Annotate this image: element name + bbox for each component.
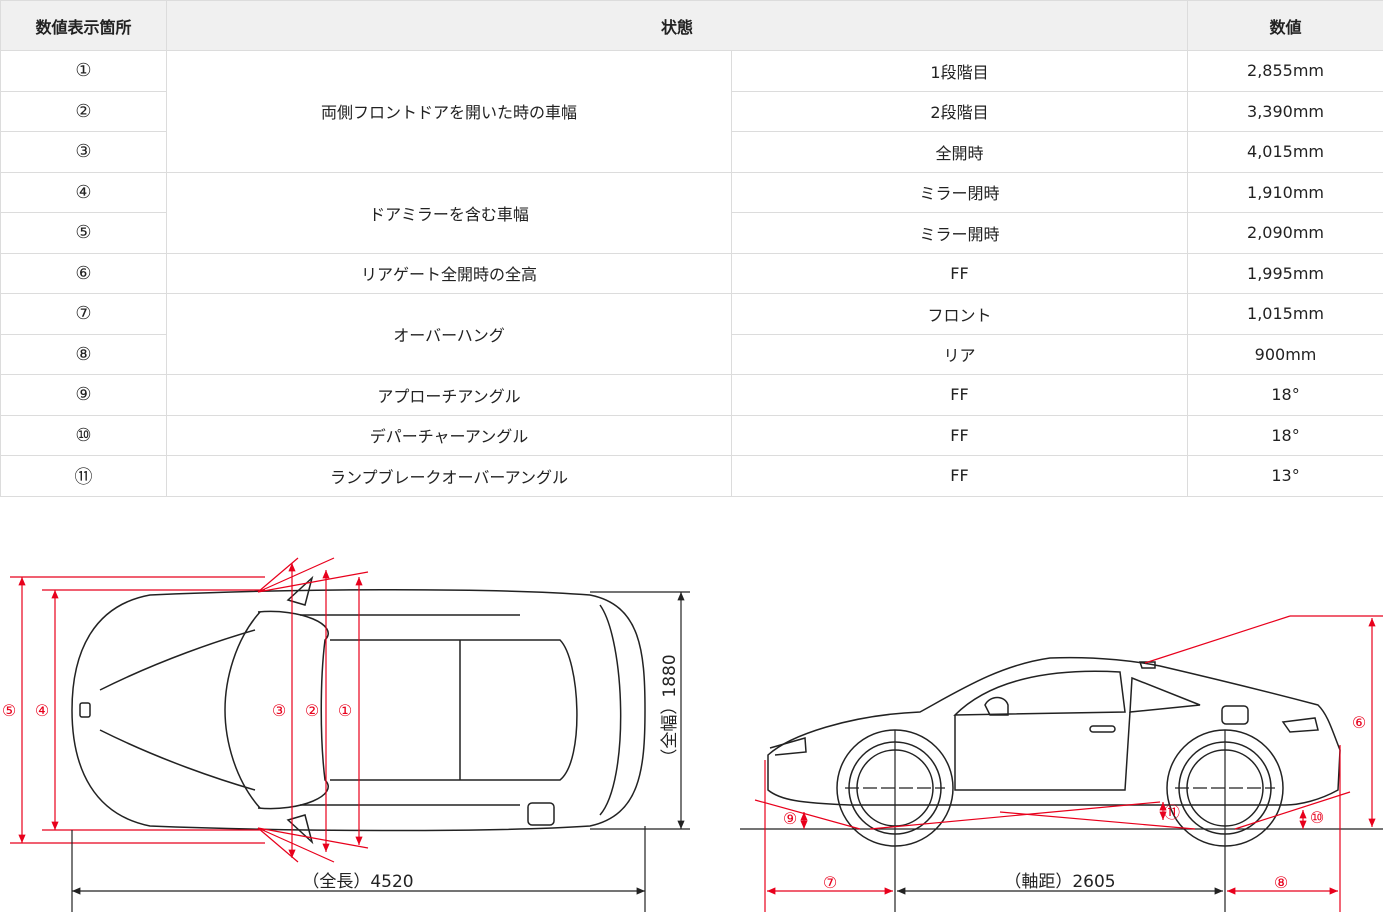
top-view-black-dimensions xyxy=(71,591,690,912)
table-row: ① 両側フロントドアを開いた時の車幅 1段階目 2,855mm xyxy=(0,50,1383,173)
mark-cell: ⑦ xyxy=(0,293,167,335)
mark-cell: ⑨ xyxy=(0,374,167,416)
table-row: ② 2段階目 3,390mm xyxy=(0,90,1383,132)
mark-7-label: ⑦ xyxy=(823,873,837,892)
top-view-dimensions xyxy=(10,557,369,863)
item-cell: ランプブレークオーバーアングル xyxy=(166,455,732,497)
header-state: 状態 xyxy=(165,0,1189,51)
state-cell: ミラー開時 xyxy=(730,212,1189,254)
item-cell: アプローチアングル xyxy=(166,374,732,416)
item-cell: 両側フロントドアを開いた時の車幅 xyxy=(166,50,732,173)
side-view-black-lines xyxy=(740,730,1383,912)
side-view-car xyxy=(767,656,1341,847)
state-cell: リア xyxy=(730,333,1189,375)
state-cell: FF xyxy=(730,455,1189,497)
side-view-dimensions xyxy=(754,615,1383,912)
mark-8-label: ⑧ xyxy=(1274,873,1288,892)
overall-length-label: （全長）4520 xyxy=(302,872,413,892)
dimension-diagram: ⑤ ④ ③ ② ① （全長）4520 （全幅）1880 xyxy=(2,557,1383,912)
mark-5-label: ⑤ xyxy=(2,701,16,720)
state-cell: FF xyxy=(730,414,1189,456)
mark-cell: ⑩ xyxy=(0,414,167,456)
mark-cell: ① xyxy=(0,50,167,92)
table-row: ④ ドアミラーを含む車幅 ミラー閉時 1,910mm xyxy=(0,171,1383,254)
mark-6-label: ⑥ xyxy=(1352,713,1366,732)
header-location: 数値表示箇所 xyxy=(0,0,167,51)
state-cell: 2段階目 xyxy=(730,90,1189,132)
overall-width-label: （全幅）1880 xyxy=(660,654,680,765)
value-cell: 1,910mm xyxy=(1187,171,1383,213)
value-cell: 1,015mm xyxy=(1187,293,1383,335)
wheelbase-label: （軸距）2605 xyxy=(1004,872,1115,892)
item-cell: リアゲート全開時の全高 xyxy=(166,252,732,294)
value-cell: 1,995mm xyxy=(1187,252,1383,294)
value-cell: 2,855mm xyxy=(1187,50,1383,92)
mark-11-label: ⑪ xyxy=(1164,803,1180,822)
mark-cell: ② xyxy=(0,90,167,132)
item-cell: オーバーハング xyxy=(166,293,732,375)
value-cell: 18° xyxy=(1187,414,1383,456)
item-cell: デパーチャーアングル xyxy=(166,414,732,456)
table-row: ⑨ アプローチアングル FF 18° xyxy=(0,374,1383,416)
state-cell: ミラー閉時 xyxy=(730,171,1189,213)
table-row: ⑦ オーバーハング フロント 1,015mm xyxy=(0,293,1383,375)
table-row: ⑤ ミラー開時 2,090mm xyxy=(0,212,1383,254)
table-row: ③ 全開時 4,015mm xyxy=(0,131,1383,173)
header-value: 数値 xyxy=(1187,0,1383,51)
mark-cell: ⑧ xyxy=(0,333,167,375)
value-cell: 4,015mm xyxy=(1187,131,1383,173)
mark-cell: ⑥ xyxy=(0,252,167,294)
value-cell: 18° xyxy=(1187,374,1383,416)
value-cell: 3,390mm xyxy=(1187,90,1383,132)
value-cell: 2,090mm xyxy=(1187,212,1383,254)
mark-10-label: ⑩ xyxy=(1310,808,1324,827)
mark-4-label: ④ xyxy=(35,701,49,720)
dimensions-table: 数値表示箇所 状態 数値 ① 両側フロントドアを開いた時の車幅 1段階目 2,8… xyxy=(0,0,1383,497)
state-cell: 全開時 xyxy=(730,131,1189,173)
mark-cell: ④ xyxy=(0,171,167,213)
state-cell: FF xyxy=(730,374,1189,416)
mark-2-label: ② xyxy=(305,701,319,720)
mark-cell: ③ xyxy=(0,131,167,173)
table-row: ⑪ ランプブレークオーバーアングル FF 13° xyxy=(0,455,1383,497)
table-header-row: 数値表示箇所 状態 数値 xyxy=(0,0,1383,51)
table-row: ⑥ リアゲート全開時の全高 FF 1,995mm xyxy=(0,252,1383,294)
mark-cell: ⑤ xyxy=(0,212,167,254)
item-cell: ドアミラーを含む車幅 xyxy=(166,171,732,254)
mark-cell: ⑪ xyxy=(0,455,167,497)
mark-1-label: ① xyxy=(338,701,352,720)
mark-3-label: ③ xyxy=(272,701,286,720)
table-row: ⑧ リア 900mm xyxy=(0,333,1383,375)
state-cell: FF xyxy=(730,252,1189,294)
mark-9-label: ⑨ xyxy=(783,809,797,828)
value-cell: 900mm xyxy=(1187,333,1383,375)
top-view-car xyxy=(71,575,646,845)
state-cell: 1段階目 xyxy=(730,50,1189,92)
table-row: ⑩ デパーチャーアングル FF 18° xyxy=(0,414,1383,456)
value-cell: 13° xyxy=(1187,455,1383,497)
state-cell: フロント xyxy=(730,293,1189,335)
